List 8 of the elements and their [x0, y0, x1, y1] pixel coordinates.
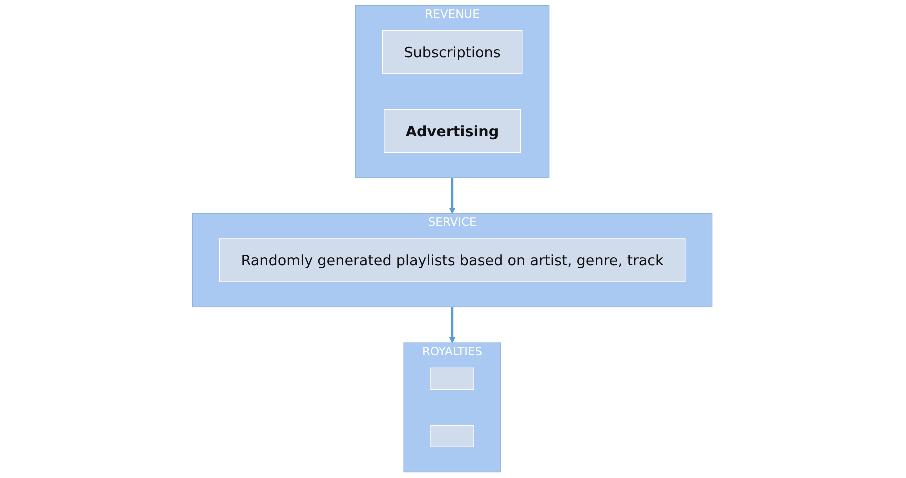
cluster: ROYALTIES — [404, 342, 502, 473]
node-box: Subscriptions — [382, 30, 524, 74]
node-box — [431, 425, 475, 448]
node-box: Advertising — [384, 109, 522, 154]
node-box — [431, 368, 475, 390]
node-box: Randomly generated playlists based on artist, genre, track — [220, 238, 686, 282]
arrow — [450, 178, 456, 214]
arrow — [450, 307, 456, 344]
